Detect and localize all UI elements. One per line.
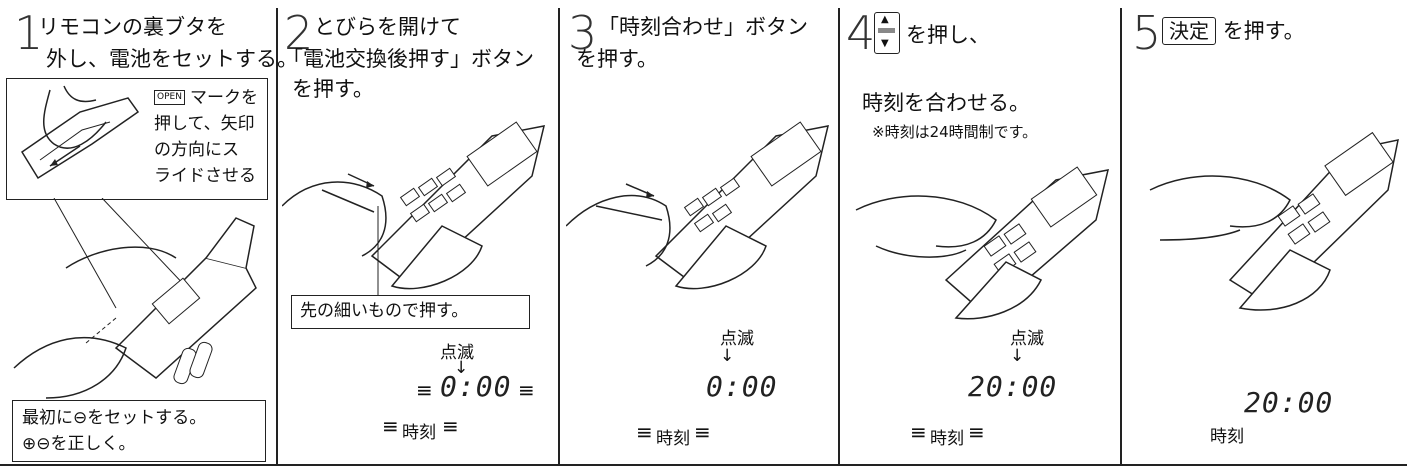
- remote-press-button-illustration: [566, 121, 830, 290]
- down-arrow-icon: ↓: [1010, 346, 1025, 366]
- blink-rays-icon: ≡: [968, 420, 985, 444]
- remote-open-door-illustration: [282, 121, 546, 296]
- blink-label: 点滅: [1010, 329, 1044, 349]
- up-down-button-icon: ▲ ▼: [874, 12, 900, 54]
- step-number: 3: [568, 6, 598, 60]
- step-number: 1: [14, 6, 44, 60]
- blink-rays-icon: ≡: [636, 420, 653, 444]
- note-text-line: ⊕⊖を正しく。: [22, 434, 136, 454]
- step-text-line: 決定 を押す。: [1162, 16, 1305, 46]
- clock-display: 0:00: [706, 370, 778, 403]
- step-text-line: 「時刻合わせ」ボタン: [598, 15, 808, 39]
- clock-display: 20:00: [1244, 386, 1334, 419]
- blink-rays-icon: ≡: [518, 378, 535, 402]
- bottom-rule: [0, 464, 1407, 466]
- step-text-line: を押す。: [292, 77, 374, 101]
- remote-back-illustration: [20, 85, 140, 180]
- step-text-line: 時刻を合わせる。: [862, 91, 1030, 115]
- step-text-line: 「電池交換後押す」ボタン: [282, 47, 534, 71]
- note-text: 先の細いもので押す。: [300, 301, 469, 321]
- inset-text-line: 押して、矢印: [154, 114, 255, 134]
- panel-divider: [1120, 8, 1122, 464]
- blink-label: 点滅: [720, 329, 754, 349]
- step-number: 2: [284, 6, 314, 60]
- panel-divider: [276, 8, 278, 464]
- enter-key-label: 決定: [1162, 17, 1216, 45]
- note-text: ※時刻は24時間制です。: [872, 123, 1038, 141]
- note-box: [12, 400, 266, 462]
- note-box: [291, 295, 530, 329]
- blink-rays-icon: ≡: [442, 414, 459, 438]
- note-text-line: 最初に⊖をセットする。: [22, 408, 207, 428]
- panel-divider: [838, 8, 840, 464]
- time-label: 時刻: [656, 429, 690, 449]
- blink-rays-icon: ≡: [416, 378, 433, 402]
- time-label: 時刻: [402, 423, 436, 443]
- inset-text-line: の方向にス: [154, 140, 239, 160]
- step-text-line: を押し、: [906, 23, 990, 47]
- panel-divider: [558, 8, 560, 464]
- down-arrow-icon: ↓: [454, 358, 469, 378]
- inset-text-line: ライドさせる: [154, 166, 256, 186]
- remote-confirm-illustration: [1149, 131, 1399, 311]
- blink-rays-icon: ≡: [910, 420, 927, 444]
- down-arrow-icon: ↓: [720, 346, 735, 366]
- blink-label: 点滅: [440, 343, 474, 363]
- blink-rays-icon: ≡: [694, 420, 711, 444]
- step-text: を押す。: [1222, 19, 1305, 43]
- inset-text-line: マークを: [190, 88, 258, 108]
- step-text-line: とびらを開けて: [314, 15, 461, 39]
- remote-set-time-illustration: [855, 166, 1110, 320]
- clock-display: 20:00: [968, 370, 1058, 403]
- step-text-line: 外し、電池をセットする。: [46, 47, 298, 71]
- time-label: 時刻: [930, 429, 964, 449]
- clock-display: 0:00: [440, 370, 512, 403]
- step-text-line: リモコンの裏ブタを: [38, 15, 227, 39]
- step-number: 4: [846, 6, 876, 60]
- step-text-line: を押す。: [576, 47, 658, 71]
- blink-rays-icon: ≡: [382, 414, 399, 438]
- time-label: 時刻: [1210, 427, 1244, 447]
- open-badge: OPEN: [154, 90, 185, 105]
- step-number: 5: [1132, 6, 1162, 60]
- battery-install-illustration: [13, 198, 257, 399]
